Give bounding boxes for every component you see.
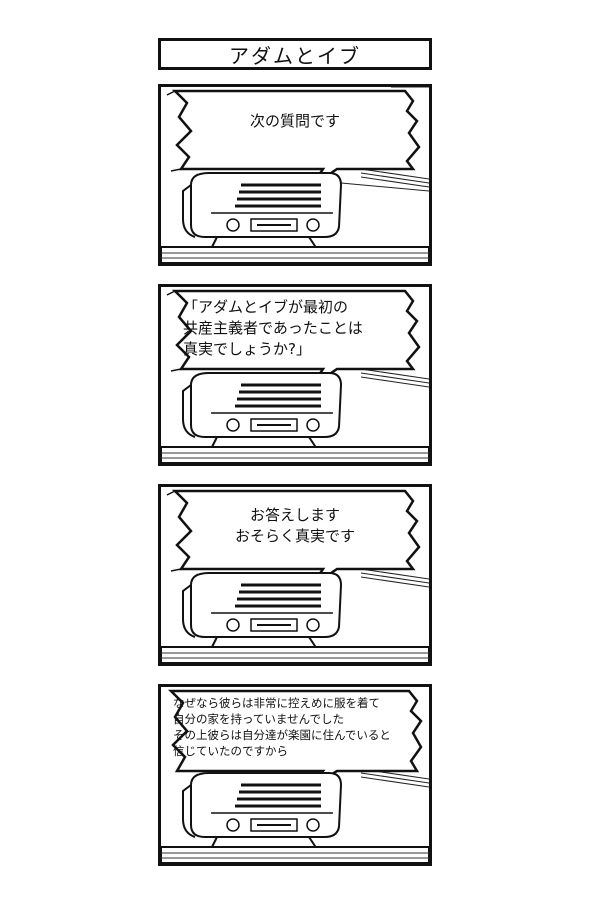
comic-panel-4: なぜなら彼らは非常に控えめに服を着て 自分の家を持っていませんでした その上彼ら… — [158, 684, 432, 866]
speech-bubble-text-1: 次の質問です — [249, 112, 340, 130]
comic-title-box: アダムとイブ — [158, 38, 432, 70]
comic-panel-2: 「アダムとイブが最初の 共産主義者であったことは 真実でしょうか?」 — [158, 284, 432, 466]
radio-scene-illustration — [161, 689, 429, 863]
speech-bubble-text-4: なぜなら彼らは非常に控えめに服を着て 自分の家を持っていませんでした その上彼ら… — [173, 696, 391, 758]
radio-scene-illustration — [161, 489, 429, 663]
speech-bubble-text-3: お答えします おそらく真実です — [234, 506, 355, 545]
speech-bubble-text-2: 「アダムとイブが最初の 共産主義者であったことは 真実でしょうか?」 — [183, 298, 363, 358]
comic-panel-1: 次の質問です — [158, 84, 432, 266]
radio-scene-illustration — [161, 289, 429, 463]
comic-panel-3: お答えします おそらく真実です — [158, 484, 432, 666]
radio-scene-illustration — [161, 87, 429, 263]
comic-title: アダムとイブ — [229, 43, 361, 68]
